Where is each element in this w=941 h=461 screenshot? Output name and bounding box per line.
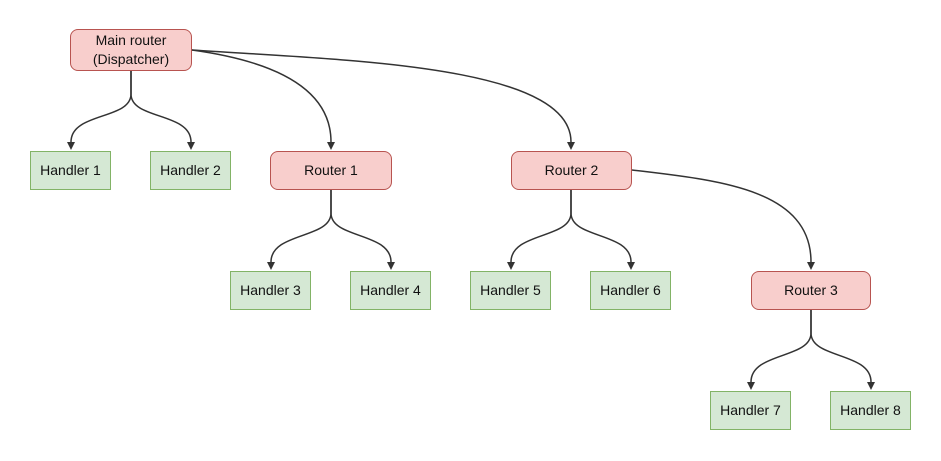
edge-router-3-to-handler-7 [747, 310, 812, 390]
edge-router-3-to-handler-8 [810, 310, 875, 390]
node-handler-3: Handler 3 [230, 271, 311, 310]
edge-main-router-to-handler-1 [67, 71, 132, 150]
node-router-2-label: Router 2 [544, 162, 599, 179]
node-router-1-label: Router 1 [304, 162, 358, 179]
node-handler-8-label: Handler 8 [840, 402, 901, 419]
node-handler-4-label: Handler 4 [360, 282, 421, 299]
edge-main-router-to-router-1 [191, 49, 335, 150]
edge-router-2-to-handler-5 [507, 190, 572, 270]
node-handler-4: Handler 4 [350, 271, 431, 310]
edge-main-router-to-handler-2 [130, 71, 195, 150]
node-handler-6: Handler 6 [590, 271, 671, 310]
node-main-router-label: Main router (Dispatcher) [92, 32, 170, 67]
edge-main-router-to-router-2 [191, 49, 575, 150]
node-handler-7-label: Handler 7 [720, 402, 781, 419]
edge-router-2-to-router-3 [631, 169, 815, 270]
node-router-1: Router 1 [270, 151, 392, 190]
edge-router-2-to-handler-6 [570, 190, 635, 270]
node-handler-7: Handler 7 [710, 391, 791, 430]
node-handler-5: Handler 5 [470, 271, 551, 310]
node-handler-1: Handler 1 [30, 151, 111, 190]
edge-router-1-to-handler-3 [267, 190, 332, 270]
node-handler-8: Handler 8 [830, 391, 911, 430]
node-handler-1-label: Handler 1 [40, 162, 101, 179]
node-router-2: Router 2 [511, 151, 632, 190]
node-handler-5-label: Handler 5 [480, 282, 541, 299]
node-main-router: Main router (Dispatcher) [70, 29, 192, 71]
node-router-3: Router 3 [751, 271, 871, 310]
node-handler-2-label: Handler 2 [160, 162, 221, 179]
edge-router-1-to-handler-4 [330, 190, 395, 270]
node-router-3-label: Router 3 [784, 282, 838, 299]
node-handler-2: Handler 2 [150, 151, 231, 190]
node-handler-6-label: Handler 6 [600, 282, 661, 299]
node-handler-3-label: Handler 3 [240, 282, 301, 299]
